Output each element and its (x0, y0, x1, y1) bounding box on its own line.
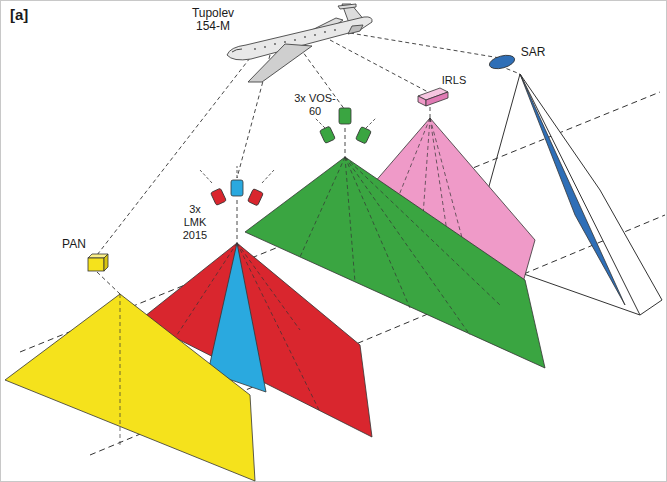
aircraft (227, 4, 372, 82)
sensor-name: SAR (516, 46, 550, 59)
sar-swath (520, 74, 625, 305)
sar-footprint (520, 74, 662, 315)
pan-nadir (120, 294, 121, 445)
aircraft-windows (254, 29, 336, 50)
sensor-name: IRLS (436, 74, 472, 87)
vos-scan-lines (300, 157, 500, 335)
vos-sensors (315, 108, 376, 144)
pan-sensor (88, 254, 108, 271)
irls-sensor (418, 88, 448, 106)
sensor-name: PAN (56, 238, 92, 251)
sensor-name: 3x VOS-60 (293, 92, 337, 118)
lmk-sensors (200, 166, 274, 206)
sensor-name: 3x LMK 2015 (178, 203, 212, 242)
sensor-links (97, 33, 520, 294)
pan-swath (5, 294, 255, 481)
sar-sensor (488, 53, 516, 71)
panel-letter: [a] (10, 8, 50, 21)
aircraft-name: Tupolev 154-M (182, 7, 244, 33)
